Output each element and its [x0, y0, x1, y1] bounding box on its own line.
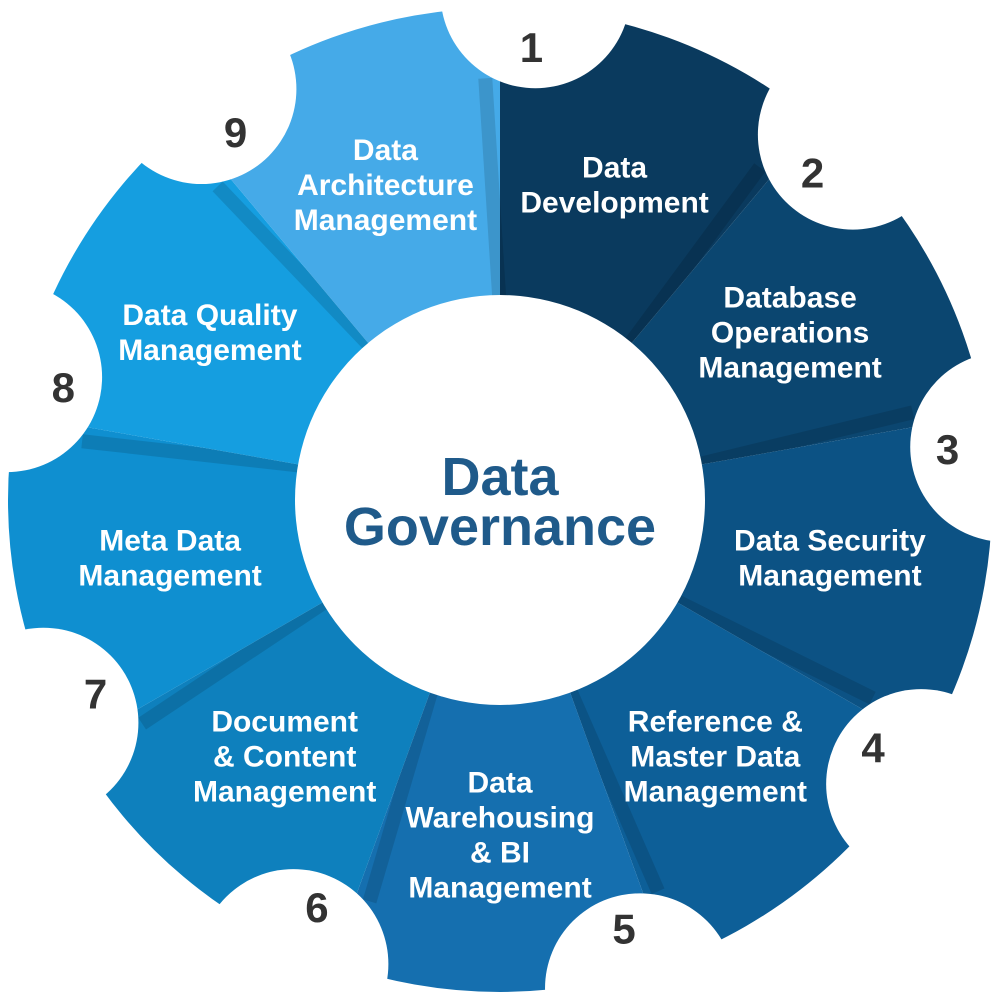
- segment-8-divider: [212, 181, 383, 360]
- center-layer: Data Governance: [295, 295, 705, 705]
- segment-8-number: 8: [52, 364, 75, 411]
- segment-9-divider: [478, 77, 507, 311]
- segment-3-shape: [664, 414, 992, 746]
- segment-6-divider: [138, 589, 340, 730]
- segment-1-number: 1: [520, 24, 543, 71]
- segment-8-label-line-2: Management: [118, 334, 301, 367]
- segments-layer: DataDevelopmentDatabaseOperationsManagem…: [7, 8, 992, 992]
- segment-9-label-line-3: Management: [294, 204, 477, 237]
- segment-6-label-line-2: & Content: [213, 741, 356, 774]
- segment-5-shape: [331, 678, 669, 992]
- segment-1-label-line-1: Data: [582, 152, 647, 185]
- segment-2-label-line-1: Database: [723, 282, 856, 315]
- segment-2-label-line-3: Management: [698, 352, 881, 385]
- segment-2-shape: [622, 123, 985, 468]
- segment-7-shape: [7, 414, 336, 746]
- segment-4-label-line-1: Reference &: [628, 706, 803, 739]
- segment-8-shape: [15, 123, 378, 468]
- segment-4-label-line-2: Master Data: [630, 741, 800, 774]
- segment-6-label-line-3: Management: [193, 776, 376, 809]
- segment-5-label-line-2: Warehousing: [406, 802, 595, 835]
- center-title-line-2: Governance: [344, 497, 656, 557]
- segment-3-label-line-2: Management: [738, 560, 921, 593]
- segment-3-divider: [661, 588, 876, 705]
- segment-5-label-line-4: Management: [408, 872, 591, 905]
- segment-8-label-line-1: Data Quality: [122, 299, 297, 332]
- segment-6-number: 6: [305, 884, 328, 931]
- segment-numbers-layer: 1 2 3 4 5 6 7 8 9: [52, 24, 960, 952]
- segment-1-divider: [616, 163, 766, 359]
- segment-2-divider: [685, 405, 915, 474]
- segment-5-divider: [362, 676, 442, 904]
- segment-9-label-line-1: Data: [353, 134, 418, 167]
- segment-7-label-line-1: Meta Data: [99, 525, 241, 558]
- segment-2-number: 2: [801, 149, 824, 196]
- center-circle: [295, 295, 705, 705]
- segment-7-label-line-2: Management: [78, 560, 261, 593]
- segment-6-label-line-1: Document: [211, 706, 358, 739]
- segment-4-divider: [558, 675, 665, 895]
- segment-4-label-line-3: Management: [624, 776, 807, 809]
- segment-9-label-line-2: Architecture: [297, 169, 474, 202]
- segment-9-number: 9: [224, 109, 247, 156]
- segment-4-shape: [564, 595, 927, 963]
- segment-3-number: 3: [936, 426, 959, 473]
- segment-4-number: 4: [861, 725, 885, 772]
- segment-9-shape: [183, 8, 501, 355]
- center-title-line-1: Data: [441, 447, 559, 507]
- segment-6-shape: [73, 595, 436, 963]
- segment-3-label-line-1: Data Security: [734, 525, 926, 558]
- segment-1-shape: [500, 8, 817, 355]
- segment-7-divider: [81, 434, 314, 474]
- segment-5-label-line-1: Data: [467, 767, 532, 800]
- segment-5-label-line-3: & BI: [470, 837, 530, 870]
- segment-5-number: 5: [612, 906, 635, 953]
- segment-2-label-line-2: Operations: [711, 317, 869, 350]
- segment-7-number: 7: [84, 670, 107, 717]
- segment-1-label-line-2: Development: [520, 187, 708, 220]
